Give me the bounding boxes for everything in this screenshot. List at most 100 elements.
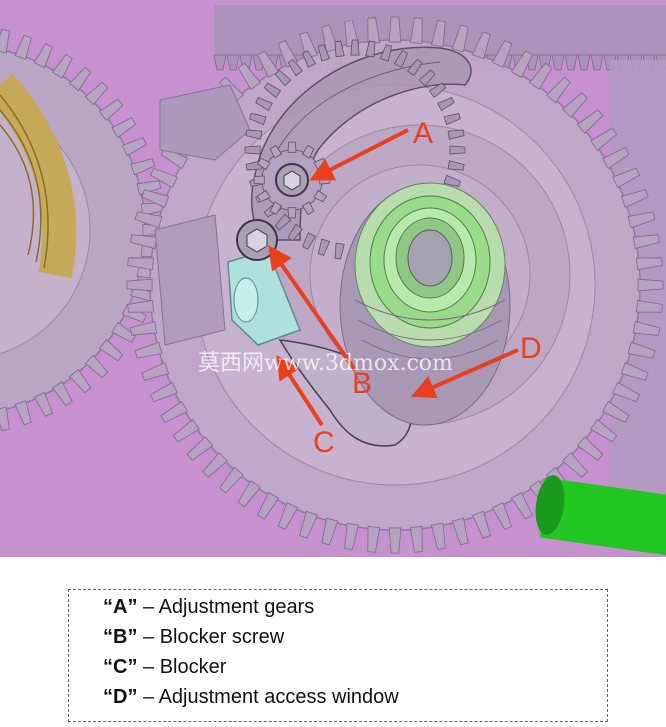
gear-tooth [111, 321, 137, 343]
callout-c: C [313, 426, 335, 459]
mainspring [0, 73, 77, 279]
gear-tooth [269, 201, 283, 215]
legend-item-b: “B” – Blocker screw [103, 626, 284, 649]
gear-tooth [202, 452, 228, 478]
gear-tooth [601, 400, 630, 423]
gear-tooth [269, 145, 283, 159]
gear-tooth [451, 24, 469, 53]
gear-tooth [160, 400, 189, 423]
gear-tooth [136, 180, 162, 196]
gear-tooth [576, 109, 604, 134]
gear-tooth [367, 17, 381, 44]
arrow-c [276, 354, 324, 427]
gear-tooth [186, 436, 214, 461]
gear-tooth [134, 341, 163, 359]
gear-tooth [612, 381, 641, 403]
gear-tooth [612, 167, 641, 189]
rack-tooth [564, 54, 578, 71]
gear-tooth [301, 145, 315, 159]
callout-a: A [413, 117, 433, 150]
gear-tooth [257, 189, 271, 203]
gear-tooth [409, 526, 423, 553]
gear-tooth [636, 257, 663, 271]
arrow-a [309, 128, 409, 181]
support-block [159, 84, 251, 161]
gear-tooth [84, 354, 109, 379]
gear-tooth [172, 418, 200, 443]
gear-tooth [443, 174, 461, 188]
gear-tooth [98, 98, 124, 121]
gear-tooth [287, 141, 297, 153]
callout-b: B [352, 367, 372, 400]
gear-tooth [257, 491, 280, 520]
gear-tooth [257, 157, 271, 171]
callout-arrows [268, 128, 519, 427]
gear-tooth [317, 238, 331, 256]
legend-key: “A” [103, 596, 138, 618]
gear-tooth [472, 510, 491, 539]
gear-tooth [447, 129, 465, 140]
gear-tooth [134, 211, 163, 229]
gear-tooth [301, 201, 315, 215]
rack-tooth [213, 54, 227, 71]
gear-tooth [149, 167, 178, 189]
gear-tooth [510, 50, 533, 79]
gear-tooth [98, 339, 124, 362]
gear-tooth [632, 320, 661, 336]
gear-tooth [14, 400, 32, 426]
gear-tooth [379, 44, 393, 62]
gear-tooth [627, 211, 656, 229]
gear-tooth [418, 69, 436, 87]
gear-tooth [620, 189, 649, 208]
legend-text: – Adjustment access window [137, 686, 399, 708]
gear-tooth [590, 418, 618, 443]
legend-key: “B” [103, 626, 138, 648]
gear-tooth [219, 466, 244, 494]
gear-tooth [302, 50, 317, 68]
gear-tooth [344, 522, 360, 551]
gear-tooth [127, 257, 154, 271]
gear-tooth [321, 517, 339, 546]
gear-tooth [510, 491, 533, 520]
gear-tooth [409, 17, 423, 44]
gear-tooth [302, 232, 317, 250]
blocker-screw [236, 219, 278, 261]
rack-tooth [551, 54, 565, 71]
gear-tooth [299, 31, 318, 60]
gear-tooth [601, 147, 630, 170]
gear-tooth [299, 510, 318, 539]
gear-tooth [130, 158, 156, 176]
legend-item-a: “A” – Adjustment gears [103, 596, 314, 619]
gear-tooth [237, 480, 262, 508]
gear-tooth [111, 117, 137, 139]
gear-tooth [528, 62, 553, 90]
gear-tooth [443, 112, 461, 126]
gear-tooth [141, 362, 170, 381]
rack-tooth [590, 54, 604, 71]
gear-tooth [491, 502, 513, 531]
gear-tooth [365, 40, 376, 58]
gear-tooth [430, 522, 446, 551]
legend-key: “D” [103, 686, 138, 708]
arrow-d [411, 348, 519, 399]
gear-tooth [637, 278, 664, 292]
gear-tooth [287, 207, 297, 219]
gear-tooth [0, 406, 10, 432]
gear-tooth [126, 278, 153, 292]
gear-tooth [562, 452, 588, 478]
gear-tooth [249, 112, 267, 126]
arrow-b [268, 245, 357, 372]
gear-tooth [84, 81, 109, 106]
gear-tooth [255, 97, 273, 112]
gear-tooth [430, 19, 446, 48]
gear-tooth [388, 527, 402, 554]
gear-tooth [129, 320, 158, 336]
gear-tooth [253, 175, 265, 185]
gear-tooth [451, 517, 469, 546]
gear-tooth [636, 299, 663, 313]
gear-tooth [257, 50, 280, 79]
rack-tooth [226, 54, 240, 71]
gear-tooth [627, 341, 656, 359]
mechanism-figure: A B C D 莫西网www.3dmox.com [0, 0, 666, 557]
gear-tooth [350, 39, 360, 56]
